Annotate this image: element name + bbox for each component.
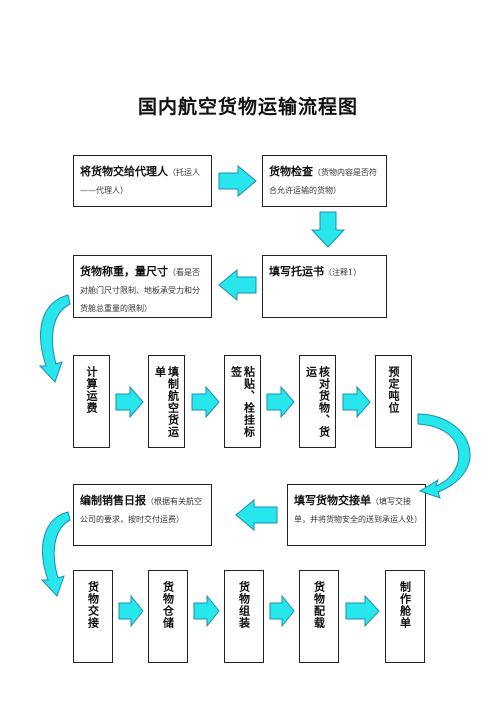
left-arrow-icon (218, 268, 257, 302)
step-book-tonnage: 预定吨位 (375, 355, 412, 448)
step-weigh-measure: 货物称重，量尺寸（看是否对舱门尺寸限制、地板承受力和分货舱总重量的限制） (73, 255, 212, 318)
step-label: 货物称重，量尺寸 (80, 265, 168, 278)
step-hand-to-agent: 将货物交给代理人（托运人——代理人） (73, 155, 212, 207)
step-fill-consignment: 填写托运书（注释1） (262, 255, 387, 318)
right-arrow-icon (345, 594, 380, 628)
step-fill-waybill: 填制航空货运单 (148, 355, 185, 448)
step-note: （看是否对舱门尺寸限制、地板承受力和分货舱总重量的限制） (80, 268, 200, 313)
step-cargo-loading: 货物配载 (299, 570, 339, 663)
step-note: （填写交接单，并将货物安全的送到承运人处） (294, 497, 422, 524)
step-label: 货物仓储 (161, 581, 175, 629)
step-note: （注释1） (324, 268, 362, 277)
step-label: 计算运费 (85, 366, 98, 414)
step-label: 粘贴、栓挂标签 (229, 366, 256, 438)
step-make-manifest: 制作舱单 (385, 570, 425, 663)
right-arrow-icon (191, 385, 220, 419)
right-arrow-icon (266, 385, 295, 419)
step-note: （托运人——代理人） (80, 168, 200, 195)
step-note: （根据有关航空公司的要求，按时交付运费） (80, 497, 202, 524)
step-label: 货物配载 (312, 581, 326, 629)
left-arrow-icon (235, 498, 278, 532)
step-label: 货物检查 (269, 165, 313, 178)
step-label: 填写货物交接单 (294, 494, 371, 507)
step-label: 预定吨位 (387, 366, 400, 414)
step-note: （货物内容是否符合允许运输的货物） (269, 168, 377, 195)
step-label: 编制销售日报 (80, 494, 146, 507)
step-label: 核对货物、货运 (304, 366, 331, 438)
step-calc-freight: 计算运费 (73, 355, 110, 448)
step-label: 将货物交给代理人 (80, 165, 168, 178)
step-cargo-inspection: 货物检查（货物内容是否符合允许运输的货物） (262, 155, 387, 207)
step-handover-sheet: 填写货物交接单（填写交接单，并将货物安全的送到承运人处） (287, 484, 426, 546)
right-arrow-icon (118, 594, 144, 628)
step-label: 填写托运书 (269, 265, 324, 278)
page-title: 国内航空货物运输流程图 (137, 96, 358, 118)
right-arrow-icon (193, 594, 220, 628)
curved-arrow-icon (417, 413, 471, 499)
right-arrow-icon (115, 385, 144, 419)
right-arrow-icon (342, 385, 371, 419)
step-label: 制作舱单 (398, 581, 412, 629)
step-label: 货物交接 (86, 581, 100, 629)
curved-arrow-icon (40, 511, 71, 597)
step-label: 填制航空货运单 (153, 366, 180, 438)
step-cargo-storage: 货物仓储 (148, 570, 188, 663)
step-cargo-assembly: 货物组装 (224, 570, 264, 663)
step-label: 货物组装 (237, 581, 251, 629)
step-verify-goods: 核对货物、货运 (299, 355, 336, 448)
step-cargo-handover: 货物交接 (73, 570, 113, 663)
curved-arrow-icon (38, 294, 71, 383)
right-arrow-icon (269, 594, 295, 628)
down-arrow-icon (310, 211, 346, 248)
step-sales-report: 编制销售日报（根据有关航空公司的要求，按时交付运费） (73, 484, 212, 546)
right-arrow-icon (218, 164, 257, 198)
step-attach-labels: 粘贴、栓挂标签 (224, 355, 261, 448)
